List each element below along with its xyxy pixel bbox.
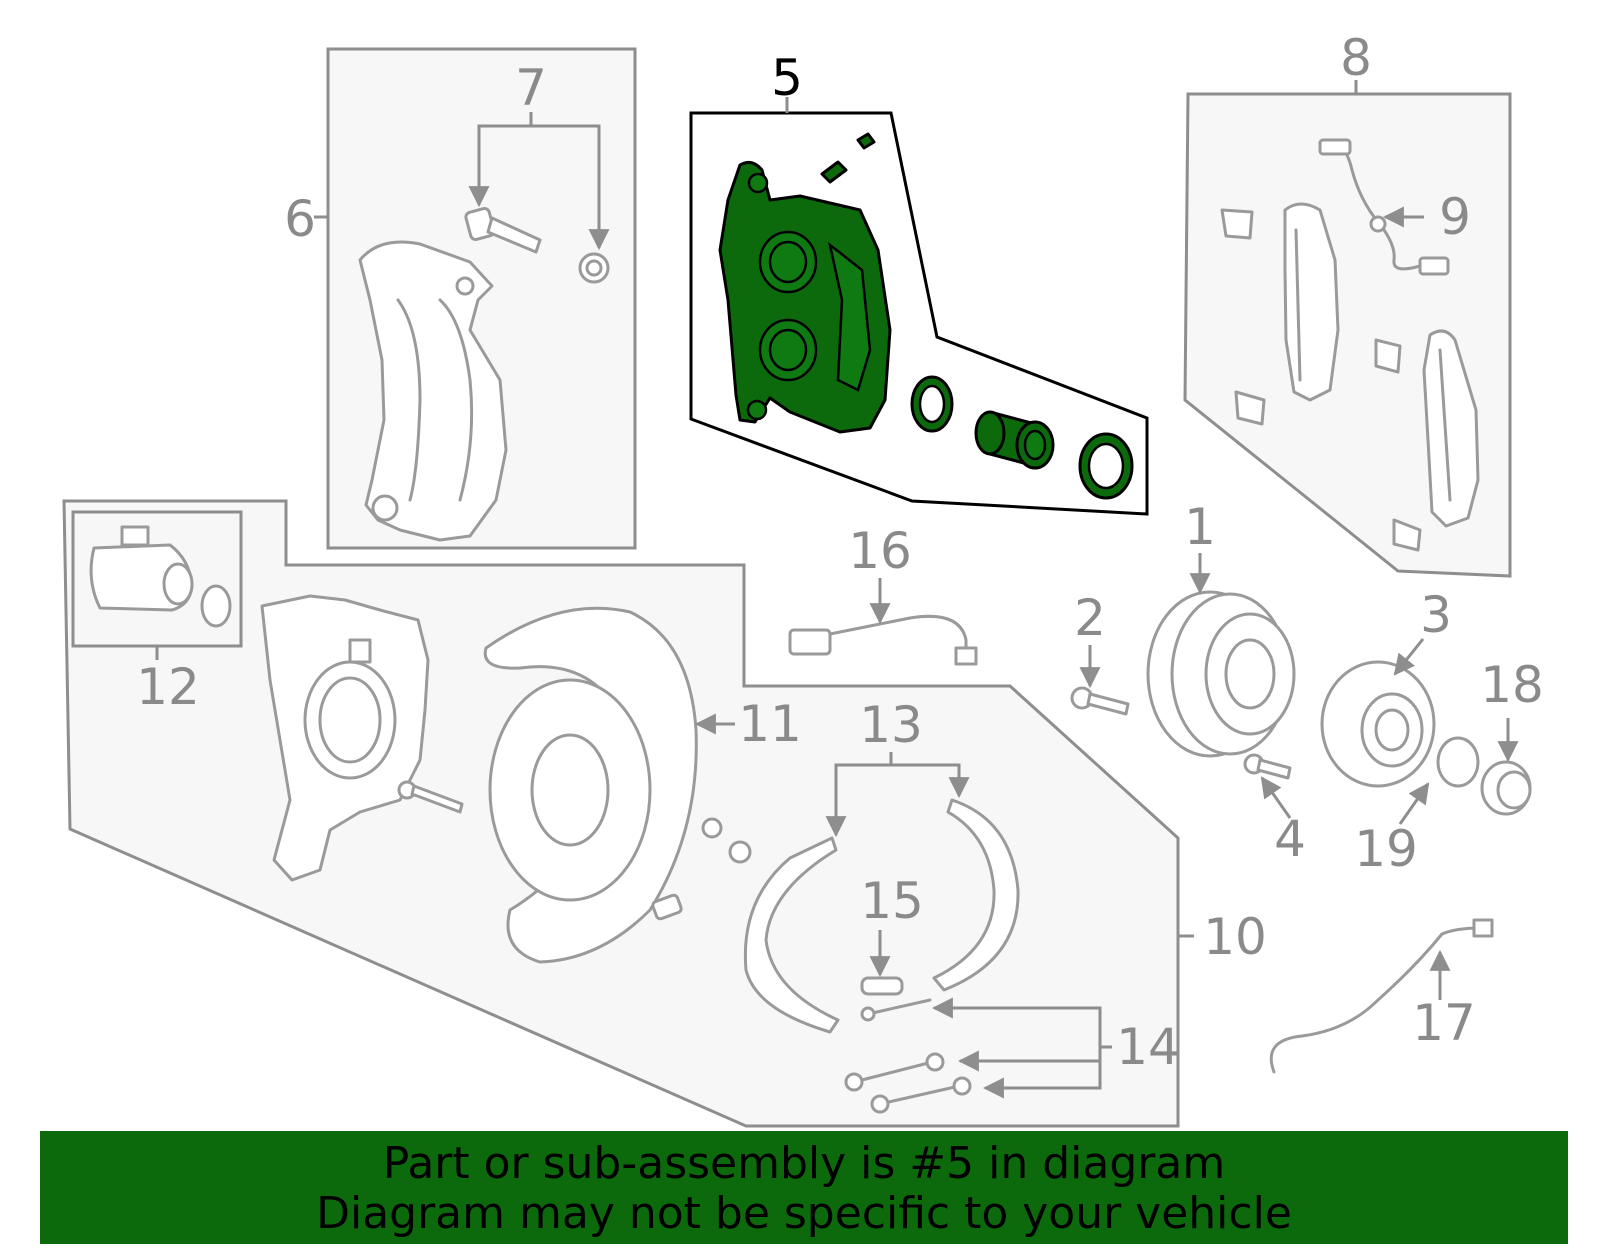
banner-line-2: Diagram may not be specific to your vehi… xyxy=(316,1188,1292,1239)
callout-8[interactable]: 8 xyxy=(1340,29,1372,87)
callout-19[interactable]: 19 xyxy=(1354,820,1418,878)
piston-seal-highlighted xyxy=(910,375,954,433)
callout-15[interactable]: 15 xyxy=(860,872,924,930)
callout-11[interactable]: 11 xyxy=(738,695,802,753)
caliper-assembly-highlighted[interactable] xyxy=(718,160,892,434)
pad-wear-sensor xyxy=(1318,138,1450,276)
callout-6[interactable]: 6 xyxy=(284,190,316,248)
piston-highlighted xyxy=(974,410,1055,470)
brake-rotor xyxy=(1146,590,1296,758)
callout-13[interactable]: 13 xyxy=(859,696,923,754)
wheel-stud xyxy=(1243,753,1292,780)
knuckle-bolt xyxy=(397,780,464,814)
pad-clips xyxy=(1220,208,1422,552)
bracket-bolt-cap xyxy=(578,252,610,284)
steering-knuckle xyxy=(260,594,430,882)
shield-hardware xyxy=(651,817,752,921)
parking-brake-adjuster xyxy=(89,525,194,612)
dust-boot-highlighted xyxy=(1078,432,1134,500)
adjuster-o-ring xyxy=(200,584,232,628)
callout-16[interactable]: 16 xyxy=(848,522,912,580)
rotor-bolt xyxy=(1070,686,1130,716)
callout-1[interactable]: 1 xyxy=(1184,498,1216,556)
leader-lines xyxy=(155,80,1519,1099)
callout-14[interactable]: 14 xyxy=(1116,1018,1180,1076)
wheel-speed-sensor xyxy=(1269,918,1494,1074)
callout-12[interactable]: 12 xyxy=(136,658,200,716)
hub-cap xyxy=(1480,760,1532,816)
bleeder-screw-highlighted xyxy=(820,132,876,184)
wheel-hub xyxy=(1320,660,1436,788)
brake-pad-outer xyxy=(1422,329,1480,528)
caliper-bracket xyxy=(358,240,508,542)
callout-9[interactable]: 9 xyxy=(1439,188,1471,246)
callout-7[interactable]: 7 xyxy=(515,59,547,117)
hub-o-ring xyxy=(1436,736,1480,788)
callout-5[interactable]: 5 xyxy=(771,49,803,107)
brake-shoe-springs xyxy=(844,998,972,1114)
info-banner: Part or sub-assembly is #5 in diagram Di… xyxy=(40,1131,1568,1244)
parking-brake-shoe-right xyxy=(932,798,1020,992)
callout-18[interactable]: 18 xyxy=(1480,656,1544,714)
callout-4[interactable]: 4 xyxy=(1274,810,1306,868)
brake-pad-inner xyxy=(1283,202,1340,402)
callout-17[interactable]: 17 xyxy=(1412,994,1476,1052)
callout-2[interactable]: 2 xyxy=(1074,589,1106,647)
banner-line-1: Part or sub-assembly is #5 in diagram xyxy=(382,1138,1226,1189)
brake-adjuster-screw xyxy=(860,976,904,996)
brake-hose xyxy=(788,614,978,666)
brake-dust-shield[interactable] xyxy=(483,606,698,964)
parking-brake-shoe-left xyxy=(743,836,840,1034)
callout-3[interactable]: 3 xyxy=(1420,586,1452,644)
callout-10[interactable]: 10 xyxy=(1203,908,1267,966)
